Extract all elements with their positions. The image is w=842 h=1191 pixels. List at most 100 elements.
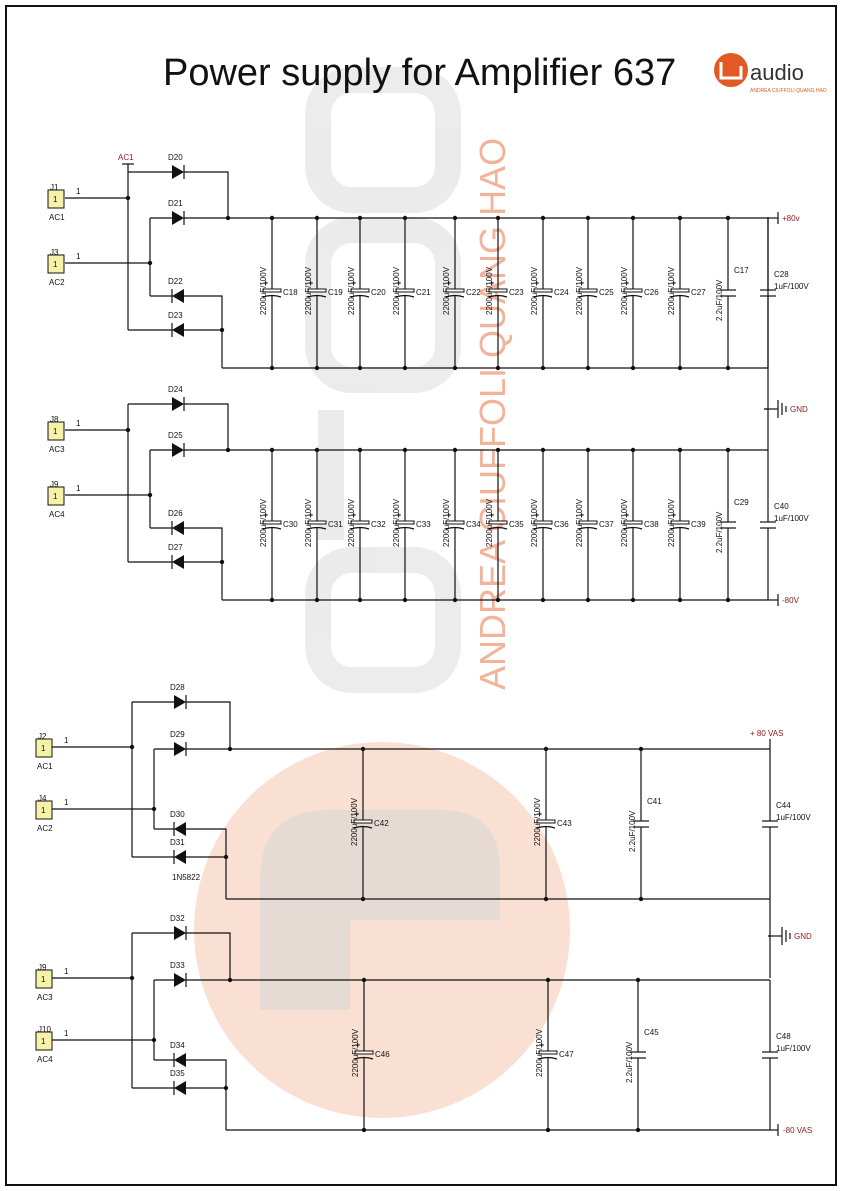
cap-ref: C39	[691, 520, 706, 529]
cap-ref: C46	[375, 1050, 390, 1059]
connector-net-label: AC3	[37, 993, 53, 1002]
diode-ref: D20	[168, 153, 183, 162]
diode-part-label: 1N5822	[172, 873, 201, 882]
connector-pin-label: 1	[41, 744, 46, 753]
diode-ref: D35	[170, 1069, 185, 1078]
cap-ref: C43	[557, 819, 572, 828]
diode-symbol	[174, 1053, 186, 1067]
cap-ref: C19	[328, 288, 343, 297]
gnd-label: GND	[794, 932, 812, 941]
cap-value: 2200uF/100V	[259, 498, 268, 547]
cap-plate-positive	[533, 288, 553, 293]
cap-value: 2200uF/100V	[442, 498, 451, 547]
cap-plate-negative	[533, 526, 553, 530]
cap-plate-positive	[354, 1050, 374, 1055]
connector-pin-number: 1	[64, 736, 69, 745]
cap-ref: C28	[774, 270, 789, 279]
junction-dot	[219, 559, 225, 565]
cap-value: 2200uF/100V	[575, 266, 584, 315]
wire	[184, 171, 229, 218]
diode-symbol	[172, 397, 184, 411]
cap-ref: C18	[283, 288, 298, 297]
cap-ref: C32	[371, 520, 386, 529]
connector-pin-number: 1	[64, 967, 69, 976]
connector-net-label: AC4	[37, 1055, 53, 1064]
connector-ref: J2	[38, 732, 47, 741]
cap-plate-positive	[307, 288, 327, 293]
cap-plate-negative	[533, 294, 553, 298]
cap-plate-positive	[578, 520, 598, 525]
cap-plate-negative	[262, 526, 282, 530]
diode-symbol	[174, 822, 186, 836]
connector-body	[35, 738, 53, 758]
wire	[186, 701, 231, 749]
cap-plate-negative	[350, 526, 370, 530]
cap-plate-positive	[350, 520, 370, 525]
cap-value: 2200uF/100V	[485, 498, 494, 547]
junction-dot	[227, 746, 233, 752]
cap-plate-positive	[445, 520, 465, 525]
diode-ref: D25	[168, 431, 183, 440]
cap-polarity-mark: +	[489, 278, 494, 288]
wire	[184, 403, 229, 450]
cap-plate-negative	[307, 526, 327, 530]
connector-body	[35, 800, 53, 820]
connector-ref: J1	[50, 183, 59, 192]
cap-plate-positive	[533, 520, 553, 525]
cap-plate-positive	[262, 288, 282, 293]
cap-plate-positive	[445, 288, 465, 293]
cap-value: 2200uF/100V	[535, 1028, 544, 1077]
cap-plate-positive	[670, 288, 690, 293]
cap-ref: C36	[554, 520, 569, 529]
cap-value: 2200uF/100V	[575, 498, 584, 547]
cap-polarity-mark: +	[489, 510, 494, 520]
cap-plate-positive	[670, 520, 690, 525]
cap-plate-negative	[488, 294, 508, 298]
cap-polarity-mark: +	[396, 510, 401, 520]
cap-ref: C34	[466, 520, 481, 529]
cap-ref: C42	[374, 819, 389, 828]
cap-value: 2200uF/100V	[392, 266, 401, 315]
cap-polarity-mark: +	[351, 510, 356, 520]
page-title: Power supply for Amplifier 637	[163, 52, 676, 94]
cap-value: 2200uF/100V	[259, 266, 268, 315]
diode-ref: D22	[168, 277, 183, 286]
cap-value: 2200uF/100V	[667, 266, 676, 315]
cap-value: 2200uF/100V	[442, 266, 451, 315]
cap-plate-positive	[395, 520, 415, 525]
watermark-logo-mark	[260, 810, 500, 1010]
cap-value: 2200uF/100V	[620, 498, 629, 547]
cap-polarity-mark: +	[308, 278, 313, 288]
cap-polarity-mark: +	[354, 809, 359, 819]
watermark-letter-o	[305, 67, 461, 213]
connector-pin-label: 1	[53, 492, 58, 501]
cap-polarity-mark: +	[579, 278, 584, 288]
cap-plate-positive	[307, 520, 327, 525]
diode-symbol	[174, 850, 186, 864]
cap-plate-negative	[538, 1056, 558, 1060]
cap-ref: C22	[466, 288, 481, 297]
connector-pin-number: 1	[76, 187, 81, 196]
cap-ref: C24	[554, 288, 569, 297]
junction-dot	[223, 854, 229, 860]
junction-dot	[223, 1085, 229, 1091]
cap-polarity-mark: +	[537, 809, 542, 819]
watermark-logo-letters	[305, 67, 461, 693]
connector-pin-number: 1	[64, 1029, 69, 1038]
cap-ref: C21	[416, 288, 431, 297]
cap-ref: C48	[776, 1032, 791, 1041]
cap-value: 2200uF/100V	[667, 498, 676, 547]
cap-plate-negative	[307, 294, 327, 298]
cap-plate-negative	[353, 825, 373, 829]
connector-pin-number: 1	[76, 252, 81, 261]
cap-ref: C29	[734, 498, 749, 507]
cap-ref: C17	[734, 266, 749, 275]
connector-pin-number: 1	[76, 419, 81, 428]
cap-polarity-mark: +	[624, 278, 629, 288]
cap-polarity-mark: +	[446, 510, 451, 520]
cap-polarity-mark: +	[671, 510, 676, 520]
connector-body	[47, 421, 65, 441]
connector-pin-label: 1	[41, 975, 46, 984]
cap-ref: C33	[416, 520, 431, 529]
cap-polarity-mark: +	[539, 1040, 544, 1050]
